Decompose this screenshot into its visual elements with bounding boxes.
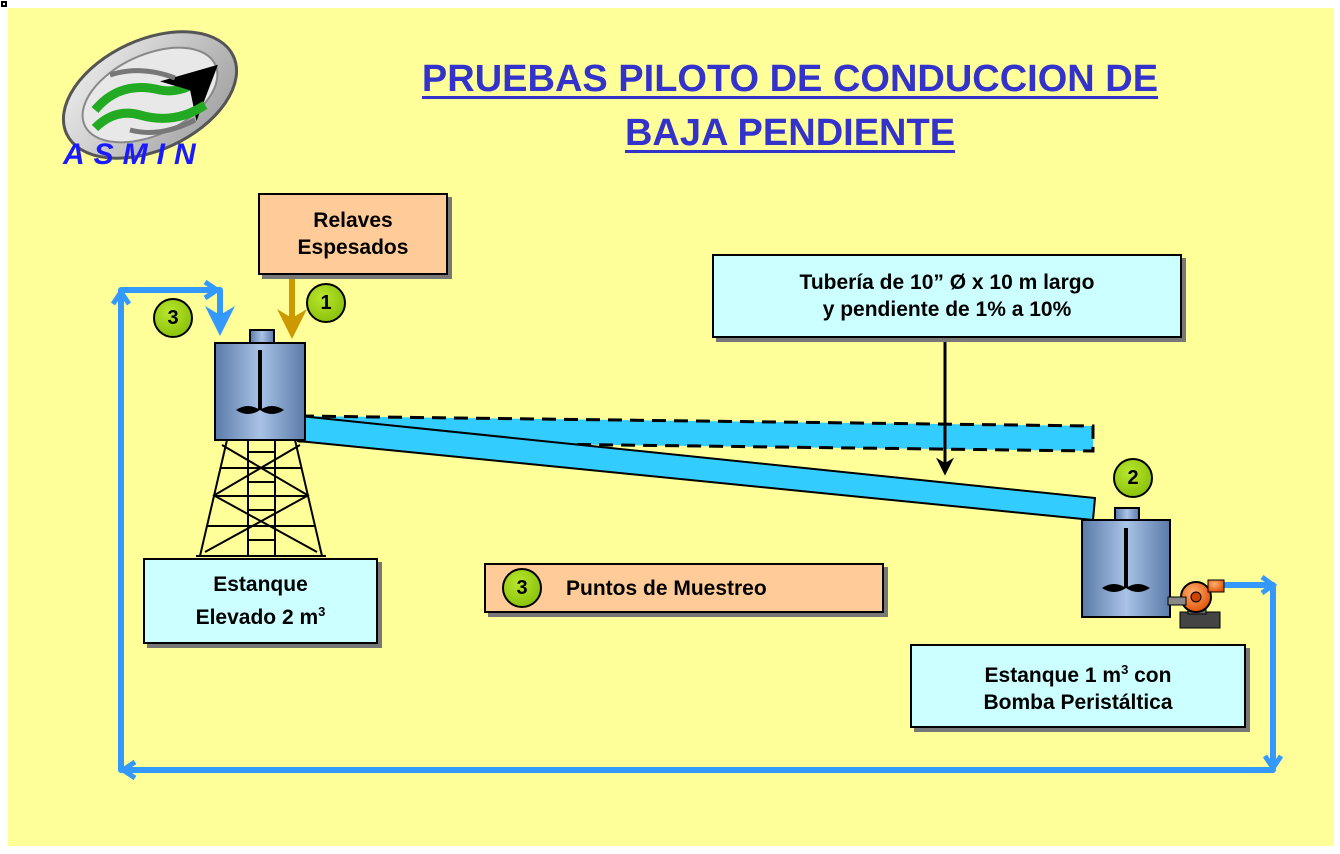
sampling-point-badge-1: 1 <box>306 283 346 323</box>
elevated-tank-tower <box>196 439 326 557</box>
asmin-logo-icon <box>61 30 239 160</box>
lower-tank <box>1081 507 1171 618</box>
page-title-line1: PRUEBAS PILOTO DE CONDUCCION DE <box>421 58 1159 100</box>
estanque-elevado-label: Estanque Elevado 2 m3 <box>143 558 378 644</box>
estanque-elevado-sup: 3 <box>318 604 326 619</box>
tuberia-line1: Tubería de 10” Ø x 10 m largo <box>799 271 1095 294</box>
estanque-bomba-line1: Estanque 1 m3 con <box>912 656 1244 689</box>
estanque-bomba-line1-a: Estanque 1 m <box>984 664 1122 687</box>
page-title-line2: BAJA PENDIENTE <box>624 112 956 154</box>
estanque-bomba-line1-b: con <box>1128 664 1172 687</box>
legend-badge: 3 <box>502 568 542 608</box>
relaves-line1: Relaves <box>313 209 393 232</box>
estanque-elevado-line2: Elevado 2 m3 <box>145 598 376 631</box>
estanque-elevado-line1: Estanque <box>213 573 308 596</box>
logo-text: ASMIN <box>63 138 205 171</box>
sampling-point-badge-2: 2 <box>1113 458 1153 498</box>
sampling-point-badge-3: 3 <box>153 298 193 338</box>
elevated-tank <box>214 329 306 441</box>
peristaltic-pump-icon <box>1167 579 1225 629</box>
legend-text: Puntos de Muestreo <box>566 576 767 600</box>
estanque-bomba-sup: 3 <box>1121 662 1129 677</box>
estanque-elevado-line2-text: Elevado 2 m <box>195 606 319 629</box>
estanque-bomba-label: Estanque 1 m3 con Bomba Peristáltica <box>910 644 1246 728</box>
legend-puntos-muestreo: 3 Puntos de Muestreo <box>484 563 884 613</box>
tuberia-line2: y pendiente de 1% a 10% <box>822 298 1072 321</box>
estanque-bomba-line2: Bomba Peristáltica <box>983 691 1173 714</box>
loop-arrowheads <box>110 279 1284 781</box>
relaves-espesados-label: Relaves Espesados <box>258 193 448 275</box>
relaves-line2: Espesados <box>297 236 409 259</box>
tuberia-label: Tubería de 10” Ø x 10 m largo y pendient… <box>712 254 1182 338</box>
corner-marker <box>1 1 7 7</box>
